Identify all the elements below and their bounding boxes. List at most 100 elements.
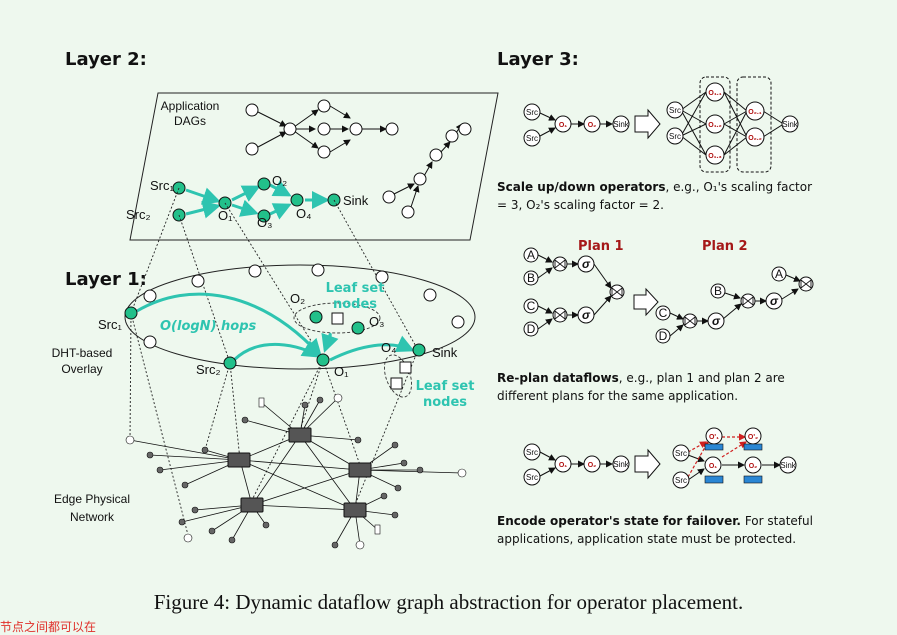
l2-o4-label: O₄ <box>296 206 311 221</box>
scale-o2: O₂ <box>588 122 597 129</box>
fo2-o2: O₂ <box>749 463 758 470</box>
fo-src-a: Src <box>526 448 538 457</box>
layer3-title: Layer 3: <box>497 49 579 70</box>
replan-plan1: A B C D σ σ <box>523 247 625 337</box>
dht-ring <box>124 264 476 370</box>
leaf-set-a-label-2: nodes <box>333 297 377 312</box>
leaf-set-b-label-1: Leaf set <box>416 379 475 394</box>
leaf-set-a-label-1: Leaf set <box>326 281 385 296</box>
dht-label-1: DHT-based <box>52 346 113 360</box>
replan-description: Re-plan dataflows, e.g., plan 1 and plan… <box>497 369 827 405</box>
fo2-o1: O₁ <box>709 463 717 470</box>
scaled-src-a: Src <box>669 106 681 115</box>
layer2-plane <box>129 92 499 241</box>
fo2-o1p: O'₁ <box>709 434 719 441</box>
edge-physical-network <box>129 397 463 546</box>
app-dag-tree <box>382 122 472 219</box>
plan1-sigma-a: σ <box>582 257 591 271</box>
dht-routes <box>136 292 415 362</box>
l1-o1-label: O₁ <box>334 364 349 379</box>
fo-sink: Sink <box>613 460 630 469</box>
scale-o1: O₁ <box>559 122 567 129</box>
plan2-sigma-b: σ <box>770 294 779 308</box>
scaled-o12: O₁.₂ <box>708 122 721 129</box>
scale-description-rest: , e.g., O₁'s scaling factor <box>665 180 813 194</box>
scale-transform-arrow <box>634 108 661 140</box>
plan1-label: Plan 1 <box>578 239 624 254</box>
failover-chain-left: Src Src O₁ O₂ Sink <box>523 443 630 486</box>
app-dags-label-2: DAGs <box>174 114 206 128</box>
l1-sink-label: Sink <box>432 345 458 360</box>
scaled-o11: O₁.₁ <box>708 90 721 97</box>
l2-sink-label: Sink <box>343 193 369 208</box>
edge-label-2: Network <box>70 510 115 524</box>
dht-ring-nodes <box>143 263 465 349</box>
l1-o3-label: O₃ <box>369 314 384 329</box>
encode-description: Encode operator's state for failover. Fo… <box>497 512 837 548</box>
fo2-o2p: O'₂ <box>748 434 758 441</box>
app-dag-white <box>245 99 399 159</box>
hops-label: O(logN) hops <box>160 319 257 334</box>
scaled-src-b: Src <box>669 132 681 141</box>
fo2-src-a: Src <box>675 449 687 458</box>
scaled-o22: O₂.₂ <box>748 135 762 142</box>
scaled-o21: O₂.₁ <box>748 109 762 116</box>
replan-description-bold: Re-plan dataflows <box>497 371 619 385</box>
edge-devices <box>125 393 467 550</box>
scale-description-line2: = 3, O₂'s scaling factor = 2. <box>497 198 664 212</box>
replan-plan2: C D B A σ σ <box>655 266 814 344</box>
scale-src-a: Src <box>526 108 538 117</box>
fo2-sink: Sink <box>780 461 797 470</box>
app-dags-label-1: Application <box>161 99 220 113</box>
layer1-title: Layer 1: <box>65 269 147 290</box>
dht-green-nodes <box>124 306 426 370</box>
leaf-set-b-label-2: nodes <box>423 395 467 410</box>
l2-src1-label: Src₁ <box>150 178 175 193</box>
encode-description-bold: Encode operator's state for failover. <box>497 514 741 528</box>
plan1-d: D <box>527 322 536 336</box>
scale-sink: Sink <box>613 120 630 129</box>
replan-description-rest: , e.g., plan 1 and plan 2 are <box>618 371 785 385</box>
plan2-a: A <box>775 267 783 281</box>
leaf-set-a <box>293 302 381 334</box>
failover-transform-arrow <box>634 448 661 480</box>
failover-graph-right: Src Src O'₁ O'₂ O₁ O₂ Sink <box>672 427 797 489</box>
plan1-a: A <box>527 248 535 262</box>
figure-caption: Figure 4: Dynamic dataflow graph abstrac… <box>153 590 744 614</box>
replan-description-line2: different plans for the same application… <box>497 389 739 403</box>
fo2-src-b: Src <box>675 476 687 485</box>
dht-label-2: Overlay <box>61 362 102 376</box>
scale-description-bold: Scale up/down operators <box>497 180 666 194</box>
l2-src2-label: Src₂ <box>126 207 151 222</box>
scale-description: Scale up/down operators, e.g., O₁'s scal… <box>497 178 827 214</box>
scale-graph-right: Src Src O₁.₁ O₁.₂ O₁.₃ O₂.₁ O₂.₂ Sink <box>666 76 799 173</box>
scale-src-b: Src <box>526 134 538 143</box>
l2-o3-label: O₃ <box>257 215 272 230</box>
plan1-sigma-b: σ <box>582 308 591 322</box>
plan2-label: Plan 2 <box>702 239 748 254</box>
plan2-c: C <box>659 306 668 320</box>
app-dag-green <box>172 177 341 223</box>
l1-o2-label: O₂ <box>290 291 305 306</box>
fo-src-b: Src <box>526 473 538 482</box>
l1-src2-label: Src₂ <box>196 362 221 377</box>
plan1-b: B <box>527 271 535 285</box>
replan-transform-arrow <box>633 287 659 317</box>
fo-o2: O₂ <box>588 462 597 469</box>
layer2-title: Layer 2: <box>65 49 147 70</box>
l1-src1-label: Src₁ <box>98 317 123 332</box>
plan2-d: D <box>659 329 668 343</box>
l2-o1-label: O₁ <box>218 208 233 223</box>
l1-o4-label: O₄ <box>381 340 396 355</box>
plan2-sigma-a: σ <box>712 314 721 328</box>
fo-o1: O₁ <box>559 462 567 469</box>
scaled-o13: O₁.₃ <box>708 153 722 160</box>
scaled-sink: Sink <box>782 120 799 129</box>
plan2-b: B <box>714 284 722 298</box>
dht-square-nodes <box>331 312 412 390</box>
edge-routers <box>227 427 372 518</box>
plan1-c: C <box>527 299 536 313</box>
scale-chain-left: Src Src O₁ O₂ Sink <box>523 103 630 147</box>
